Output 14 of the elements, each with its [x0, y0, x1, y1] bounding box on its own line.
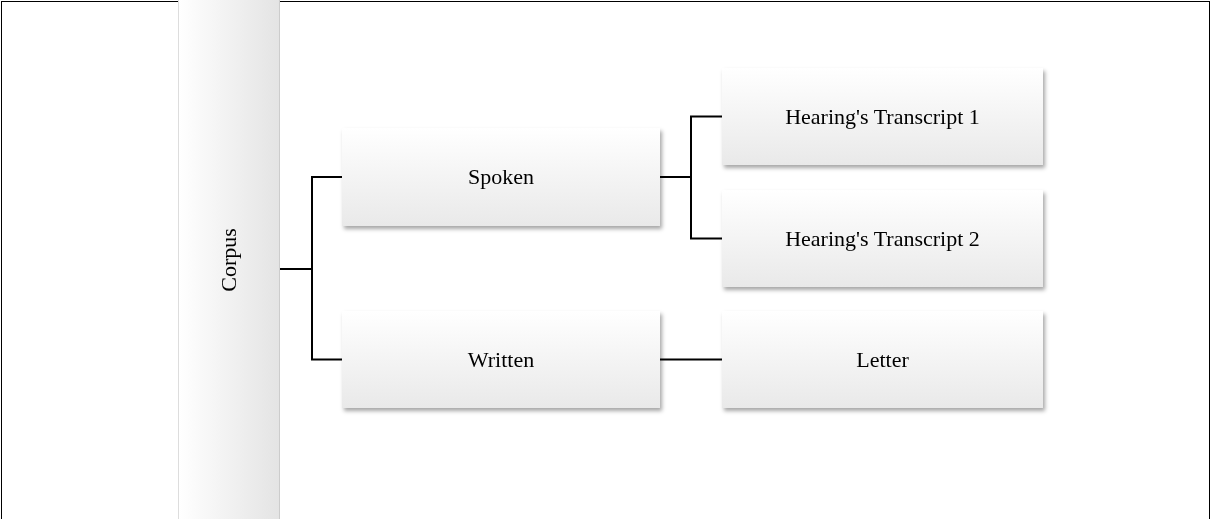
node-label: Hearing's Transcript 1 [785, 103, 980, 130]
process-box [342, 128, 660, 226]
process-box [722, 190, 1043, 287]
connector-line [659, 176, 723, 240]
node-label: Corpus [216, 227, 242, 292]
node-label: Letter [856, 346, 909, 373]
node-label: Hearing's Transcript 2 [785, 225, 980, 252]
node-label: Spoken [468, 164, 534, 190]
process-box [342, 311, 660, 408]
connector-line [659, 358, 723, 361]
process-box [722, 68, 1043, 165]
vertical-band [178, 0, 280, 519]
node-label: Written [467, 346, 535, 373]
process-box [722, 311, 1043, 408]
